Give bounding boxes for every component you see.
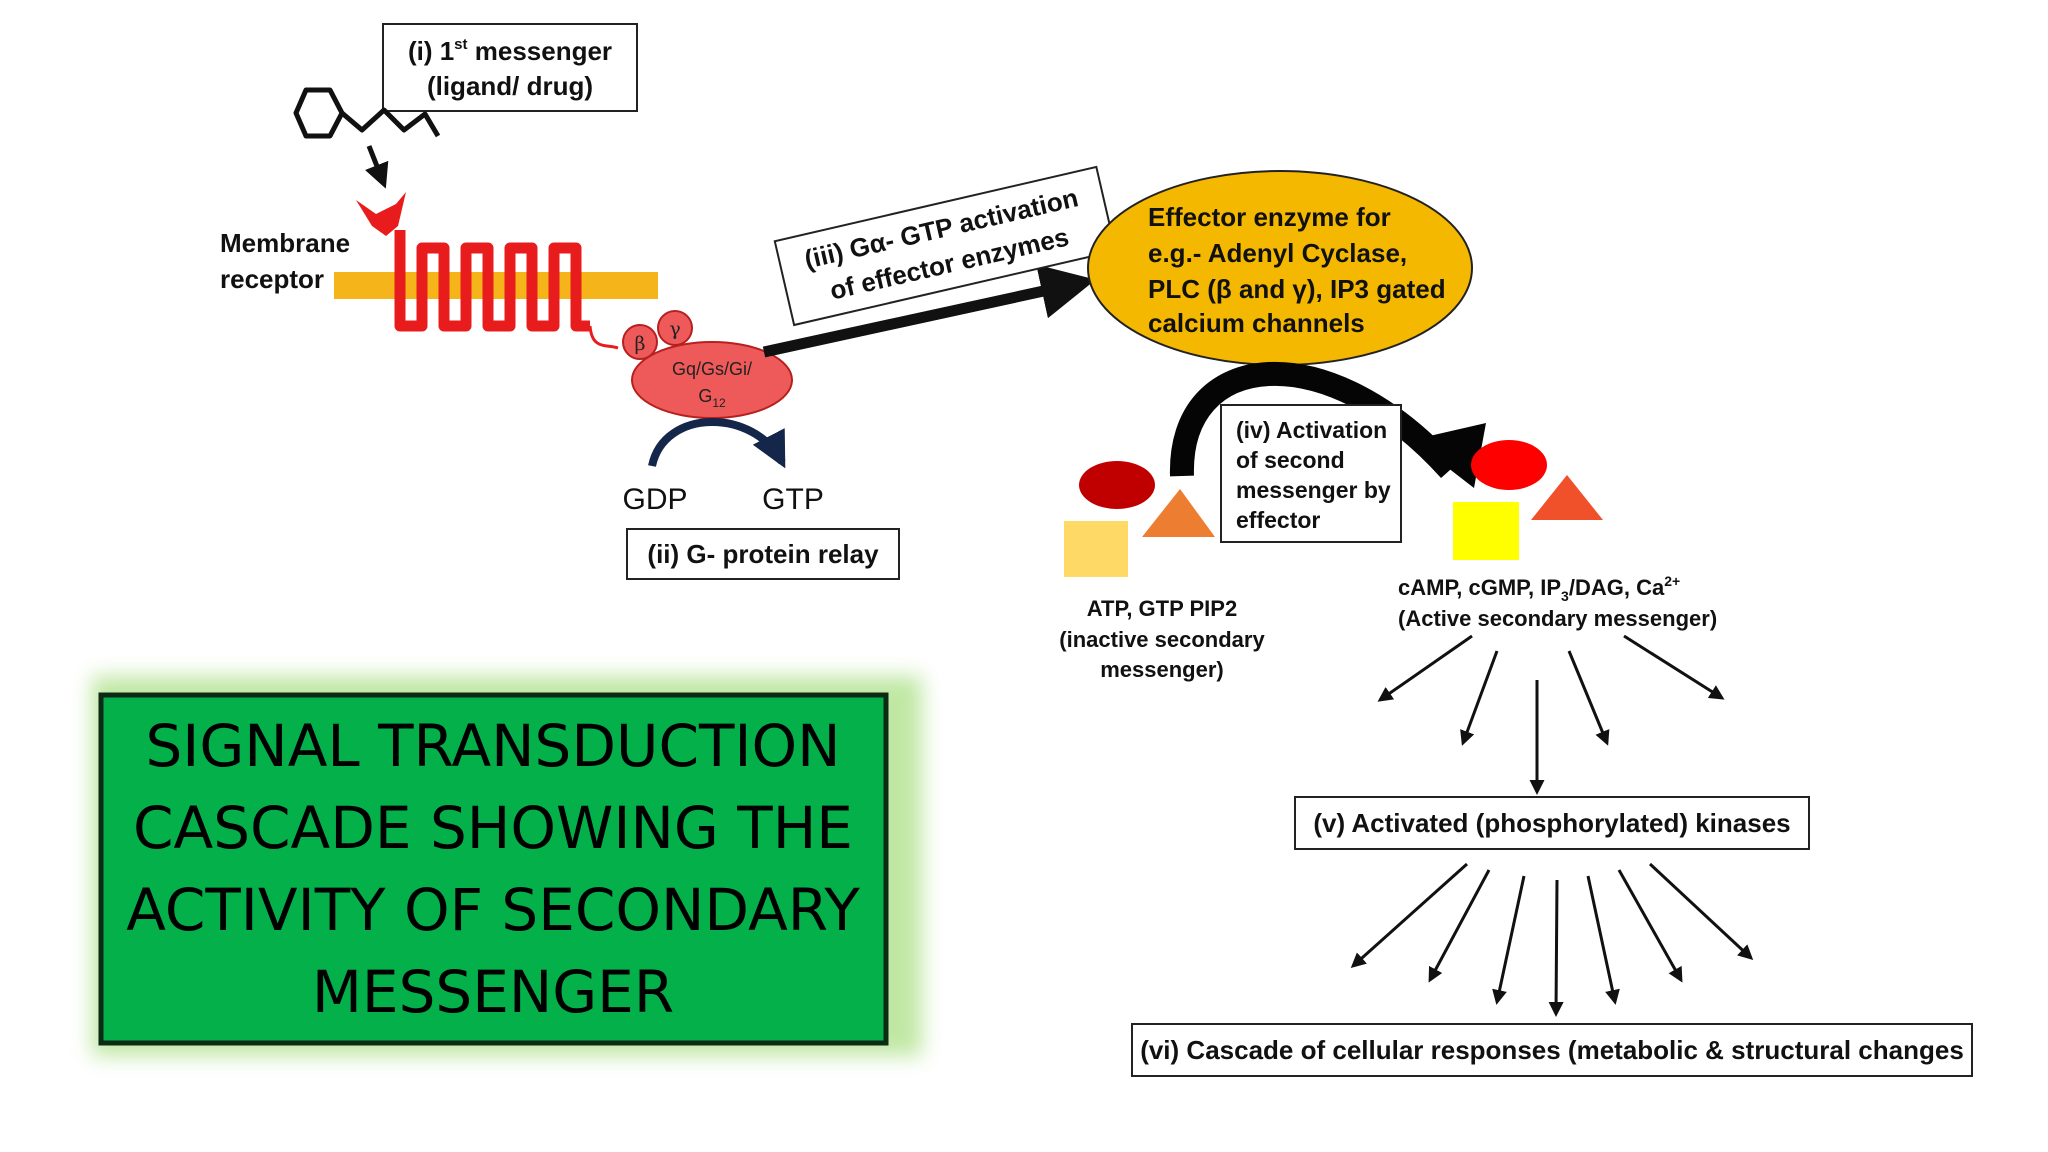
kinase-arrow: [1548, 879, 1564, 1017]
messenger-arrow: [1623, 634, 1725, 700]
membrane-receptor-label: Membrane receptor: [220, 228, 350, 294]
second-messenger-conversion-arrowhead: [1412, 423, 1486, 488]
messenger-arrow: [1567, 650, 1610, 746]
ligand-molecule-icon: [293, 87, 441, 139]
first-messenger-line1-prefix: (i) 1: [408, 36, 454, 66]
activation-box-line2: of second: [1236, 447, 1345, 473]
ligand-binding-arrow: [365, 145, 389, 189]
gdp-to-gtp-arrow: [648, 418, 786, 469]
title-line1: SIGNAL TRANSDUCTION: [145, 712, 840, 780]
active-messenger-ca-sup: 2+: [1664, 573, 1680, 589]
active-messenger-line1: cAMP, cGMP, IP3/DAG, Ca2+: [1398, 573, 1680, 604]
active-circle-shape: [1471, 440, 1547, 490]
activation-box-line1: (iv) Activation: [1236, 417, 1387, 443]
activation-box-line3: messenger by: [1236, 477, 1391, 503]
g-protein-g12-main: G: [698, 386, 712, 406]
gdp-label: GDP: [622, 483, 687, 516]
first-messenger-box: (i) 1st messenger (ligand/ drug): [382, 23, 638, 112]
active-messenger-ip-sub: 3: [1561, 588, 1569, 604]
kinase-arrow: [1428, 869, 1491, 983]
activation-box-line4: effector: [1236, 507, 1320, 533]
title-line3: ACTIVITY OF SECONDARY: [126, 876, 860, 944]
membrane-receptor-line2: receptor: [220, 264, 324, 294]
active-triangle-shape: [1531, 475, 1603, 520]
messenger-arrow: [1377, 634, 1473, 702]
g-protein-g12-sub: 12: [712, 396, 726, 410]
inactive-square-shape: [1064, 521, 1128, 577]
kinase-arrow: [1586, 875, 1620, 1005]
active-messenger-label: cAMP, cGMP, IP3/DAG, Ca2+ (Active second…: [1398, 573, 1717, 631]
g-protein-complex: β γ Gq/Gs/Gi/ G12: [622, 310, 793, 419]
gtp-label: GTP: [762, 483, 824, 516]
effector-enzyme: Effector enzyme for e.g.- Adenyl Cyclase…: [1087, 170, 1473, 366]
inactive-messenger-label: ATP, GTP PIP2 (inactive secondary messen…: [1059, 596, 1265, 682]
effector-activation-arrow: [762, 264, 1096, 358]
g-protein-subtypes-line2: G12: [698, 386, 726, 410]
messenger-arrow: [1460, 650, 1499, 746]
membrane-receptor-line1: Membrane: [220, 228, 350, 258]
effector-enzyme-line1: Effector enzyme for: [1148, 202, 1391, 232]
effector-activation-label-box: (iii) Gα- GTP activation of effector enz…: [773, 165, 1117, 327]
effector-enzyme-line3: PLC (β and γ), IP3 gated: [1148, 274, 1446, 304]
active-messenger-shapes: [1453, 440, 1603, 560]
g-protein-subtypes-line1: Gq/Gs/Gi/: [672, 359, 752, 379]
kinase-arrow: [1648, 862, 1754, 961]
first-messenger-line1-suffix: messenger: [468, 36, 613, 66]
active-square-shape: [1453, 502, 1519, 560]
second-messenger-activation-box: (iv) Activation of second messenger by e…: [1220, 404, 1402, 543]
messenger-to-kinase-arrows: [1377, 634, 1725, 795]
kinase-to-response-arrows: [1350, 862, 1754, 1017]
receptor-binding-site: [356, 192, 406, 236]
g-protein-relay-box: (ii) G- protein relay: [626, 528, 900, 580]
title-line2: CASCADE SHOWING THE: [133, 794, 853, 862]
cellular-response-label: (vi) Cascade of cellular responses (meta…: [1140, 1035, 1964, 1065]
inactive-triangle-shape: [1142, 489, 1215, 537]
beta-label: β: [635, 333, 646, 355]
active-messenger-line2: (Active secondary messenger): [1398, 606, 1717, 631]
svg-text:(i) 1st messenger: (i) 1st messenger: [408, 36, 612, 66]
effector-enzyme-line2: e.g.- Adenyl Cyclase,: [1148, 238, 1407, 268]
effector-enzyme-line4: calcium channels: [1148, 308, 1365, 338]
kinase-arrow: [1617, 869, 1683, 983]
title-box: SIGNAL TRANSDUCTION CASCADE SHOWING THE …: [92, 676, 922, 1056]
seven-transmembrane-receptor: [394, 230, 590, 332]
first-messenger-line2: (ligand/ drug): [427, 71, 593, 101]
inactive-messenger-shapes: [1064, 461, 1215, 577]
inactive-circle-shape: [1079, 461, 1155, 509]
g-beta-subunit: [622, 324, 658, 360]
kinases-box: (v) Activated (phosphorylated) kinases: [1294, 796, 1810, 850]
first-messenger-line1-sup: st: [454, 36, 467, 53]
kinase-arrow: [1350, 862, 1469, 969]
inactive-messenger-line2: (inactive secondary: [1059, 627, 1265, 652]
g-gamma-subunit: [657, 310, 693, 346]
title-line4: MESSENGER: [312, 958, 674, 1026]
gamma-label: γ: [669, 318, 680, 340]
inactive-messenger-line3: messenger): [1100, 657, 1224, 682]
active-messenger-line1-a: cAMP, cGMP, IP: [1398, 575, 1561, 600]
inactive-messenger-line1: ATP, GTP PIP2: [1087, 596, 1237, 621]
cellular-response-box: (vi) Cascade of cellular responses (meta…: [1131, 1023, 1973, 1077]
active-messenger-line1-b: /DAG, Ca: [1569, 575, 1665, 600]
kinase-arrow: [1492, 875, 1526, 1005]
cell-membrane: [334, 272, 658, 299]
g-protein-relay-label: (ii) G- protein relay: [647, 539, 879, 569]
kinases-label: (v) Activated (phosphorylated) kinases: [1313, 808, 1790, 838]
receptor-c-terminal-tail: [588, 325, 619, 350]
